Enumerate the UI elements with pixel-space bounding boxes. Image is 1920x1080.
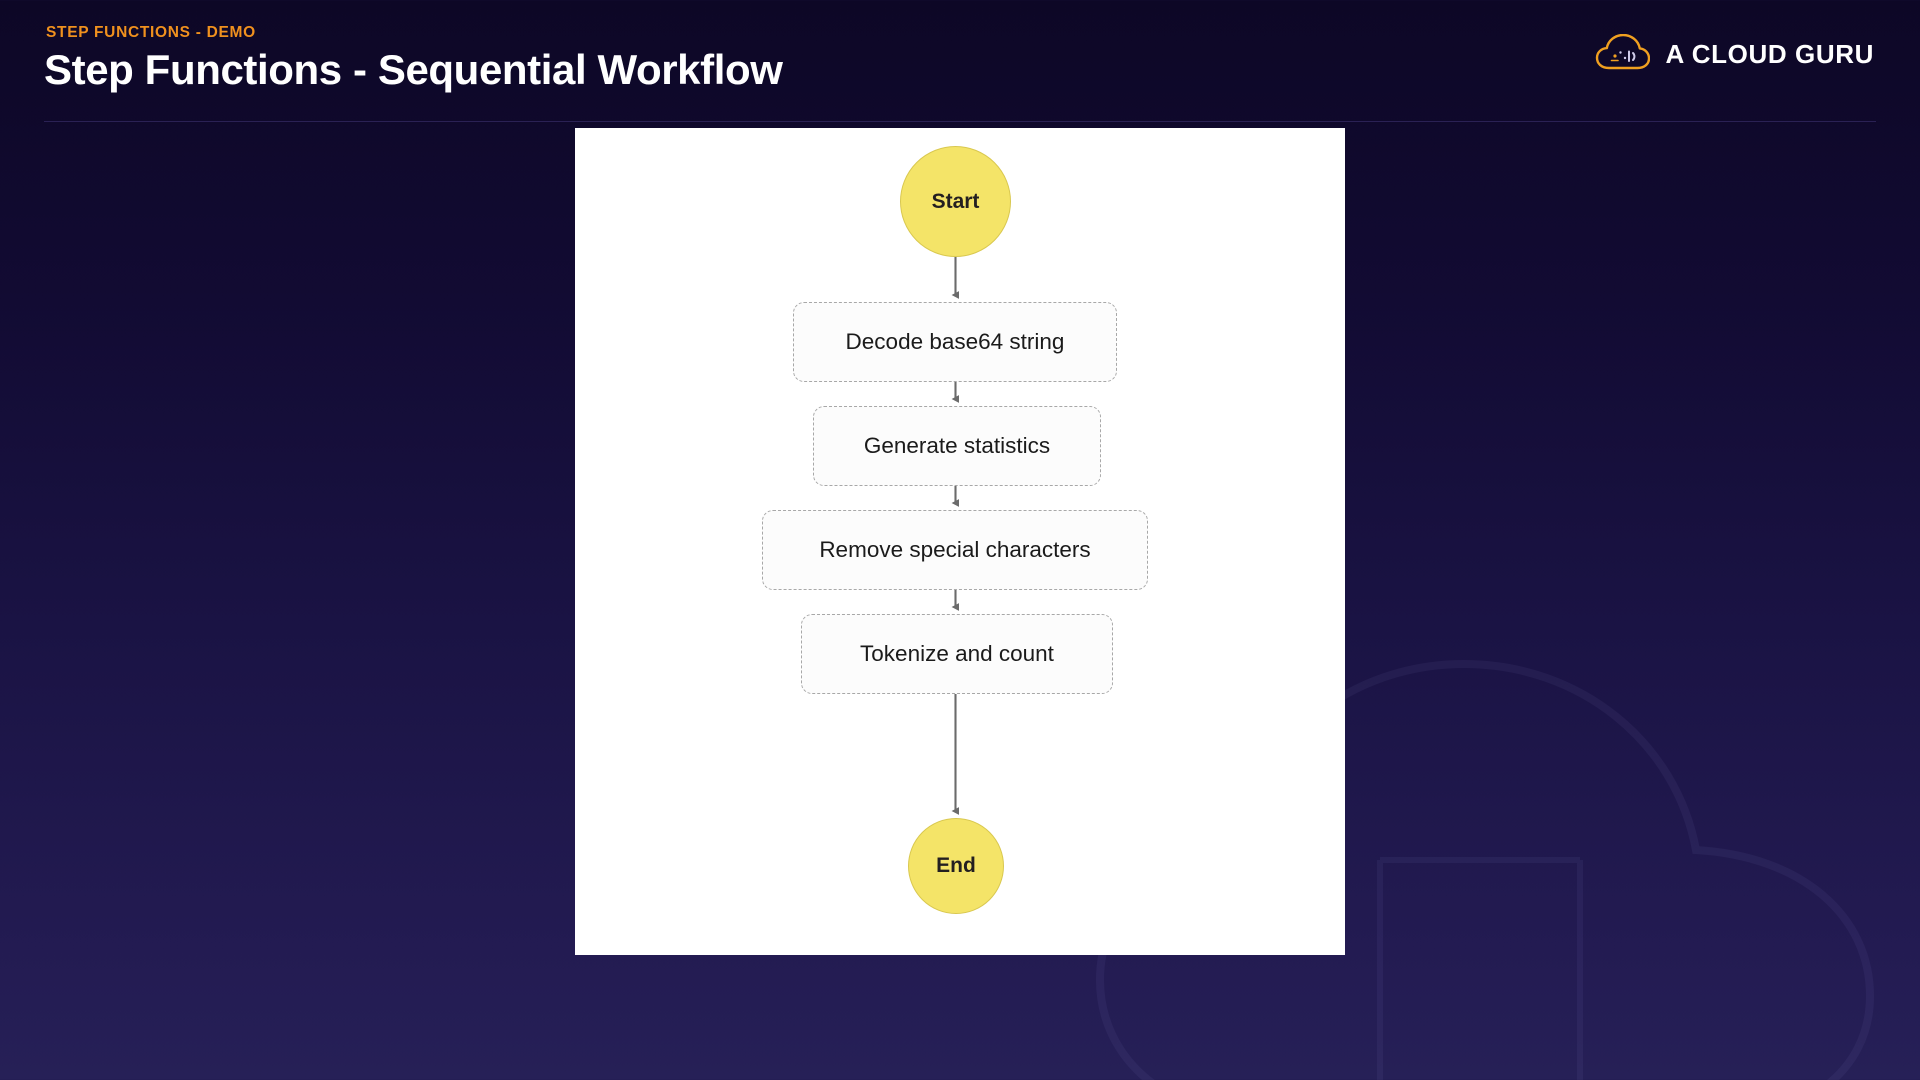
breadcrumb-eyebrow: STEP FUNCTIONS - DEMO (46, 24, 256, 41)
page-header: STEP FUNCTIONS - DEMO Step Functions - S… (0, 0, 1920, 122)
flow-node-decode-base64-string[interactable]: Decode base64 string (793, 302, 1117, 382)
flow-node-end[interactable]: End (908, 818, 1004, 914)
cloud-icon (1594, 34, 1650, 74)
diagram-canvas: Start Decode base64 string Generate stat… (575, 128, 1345, 955)
workflow-flowchart: Start Decode base64 string Generate stat… (575, 128, 1345, 955)
page-title: Step Functions - Sequential Workflow (44, 46, 783, 93)
brand-name: A CLOUD GURU (1665, 38, 1874, 69)
brand-logo: A CLOUD GURU (1594, 34, 1874, 74)
flow-node-remove-special-characters[interactable]: Remove special characters (762, 510, 1148, 590)
flow-node-generate-statistics[interactable]: Generate statistics (813, 406, 1101, 486)
flow-node-tokenize-and-count[interactable]: Tokenize and count (801, 614, 1113, 694)
header-divider (44, 121, 1876, 122)
flow-node-start[interactable]: Start (900, 146, 1011, 257)
